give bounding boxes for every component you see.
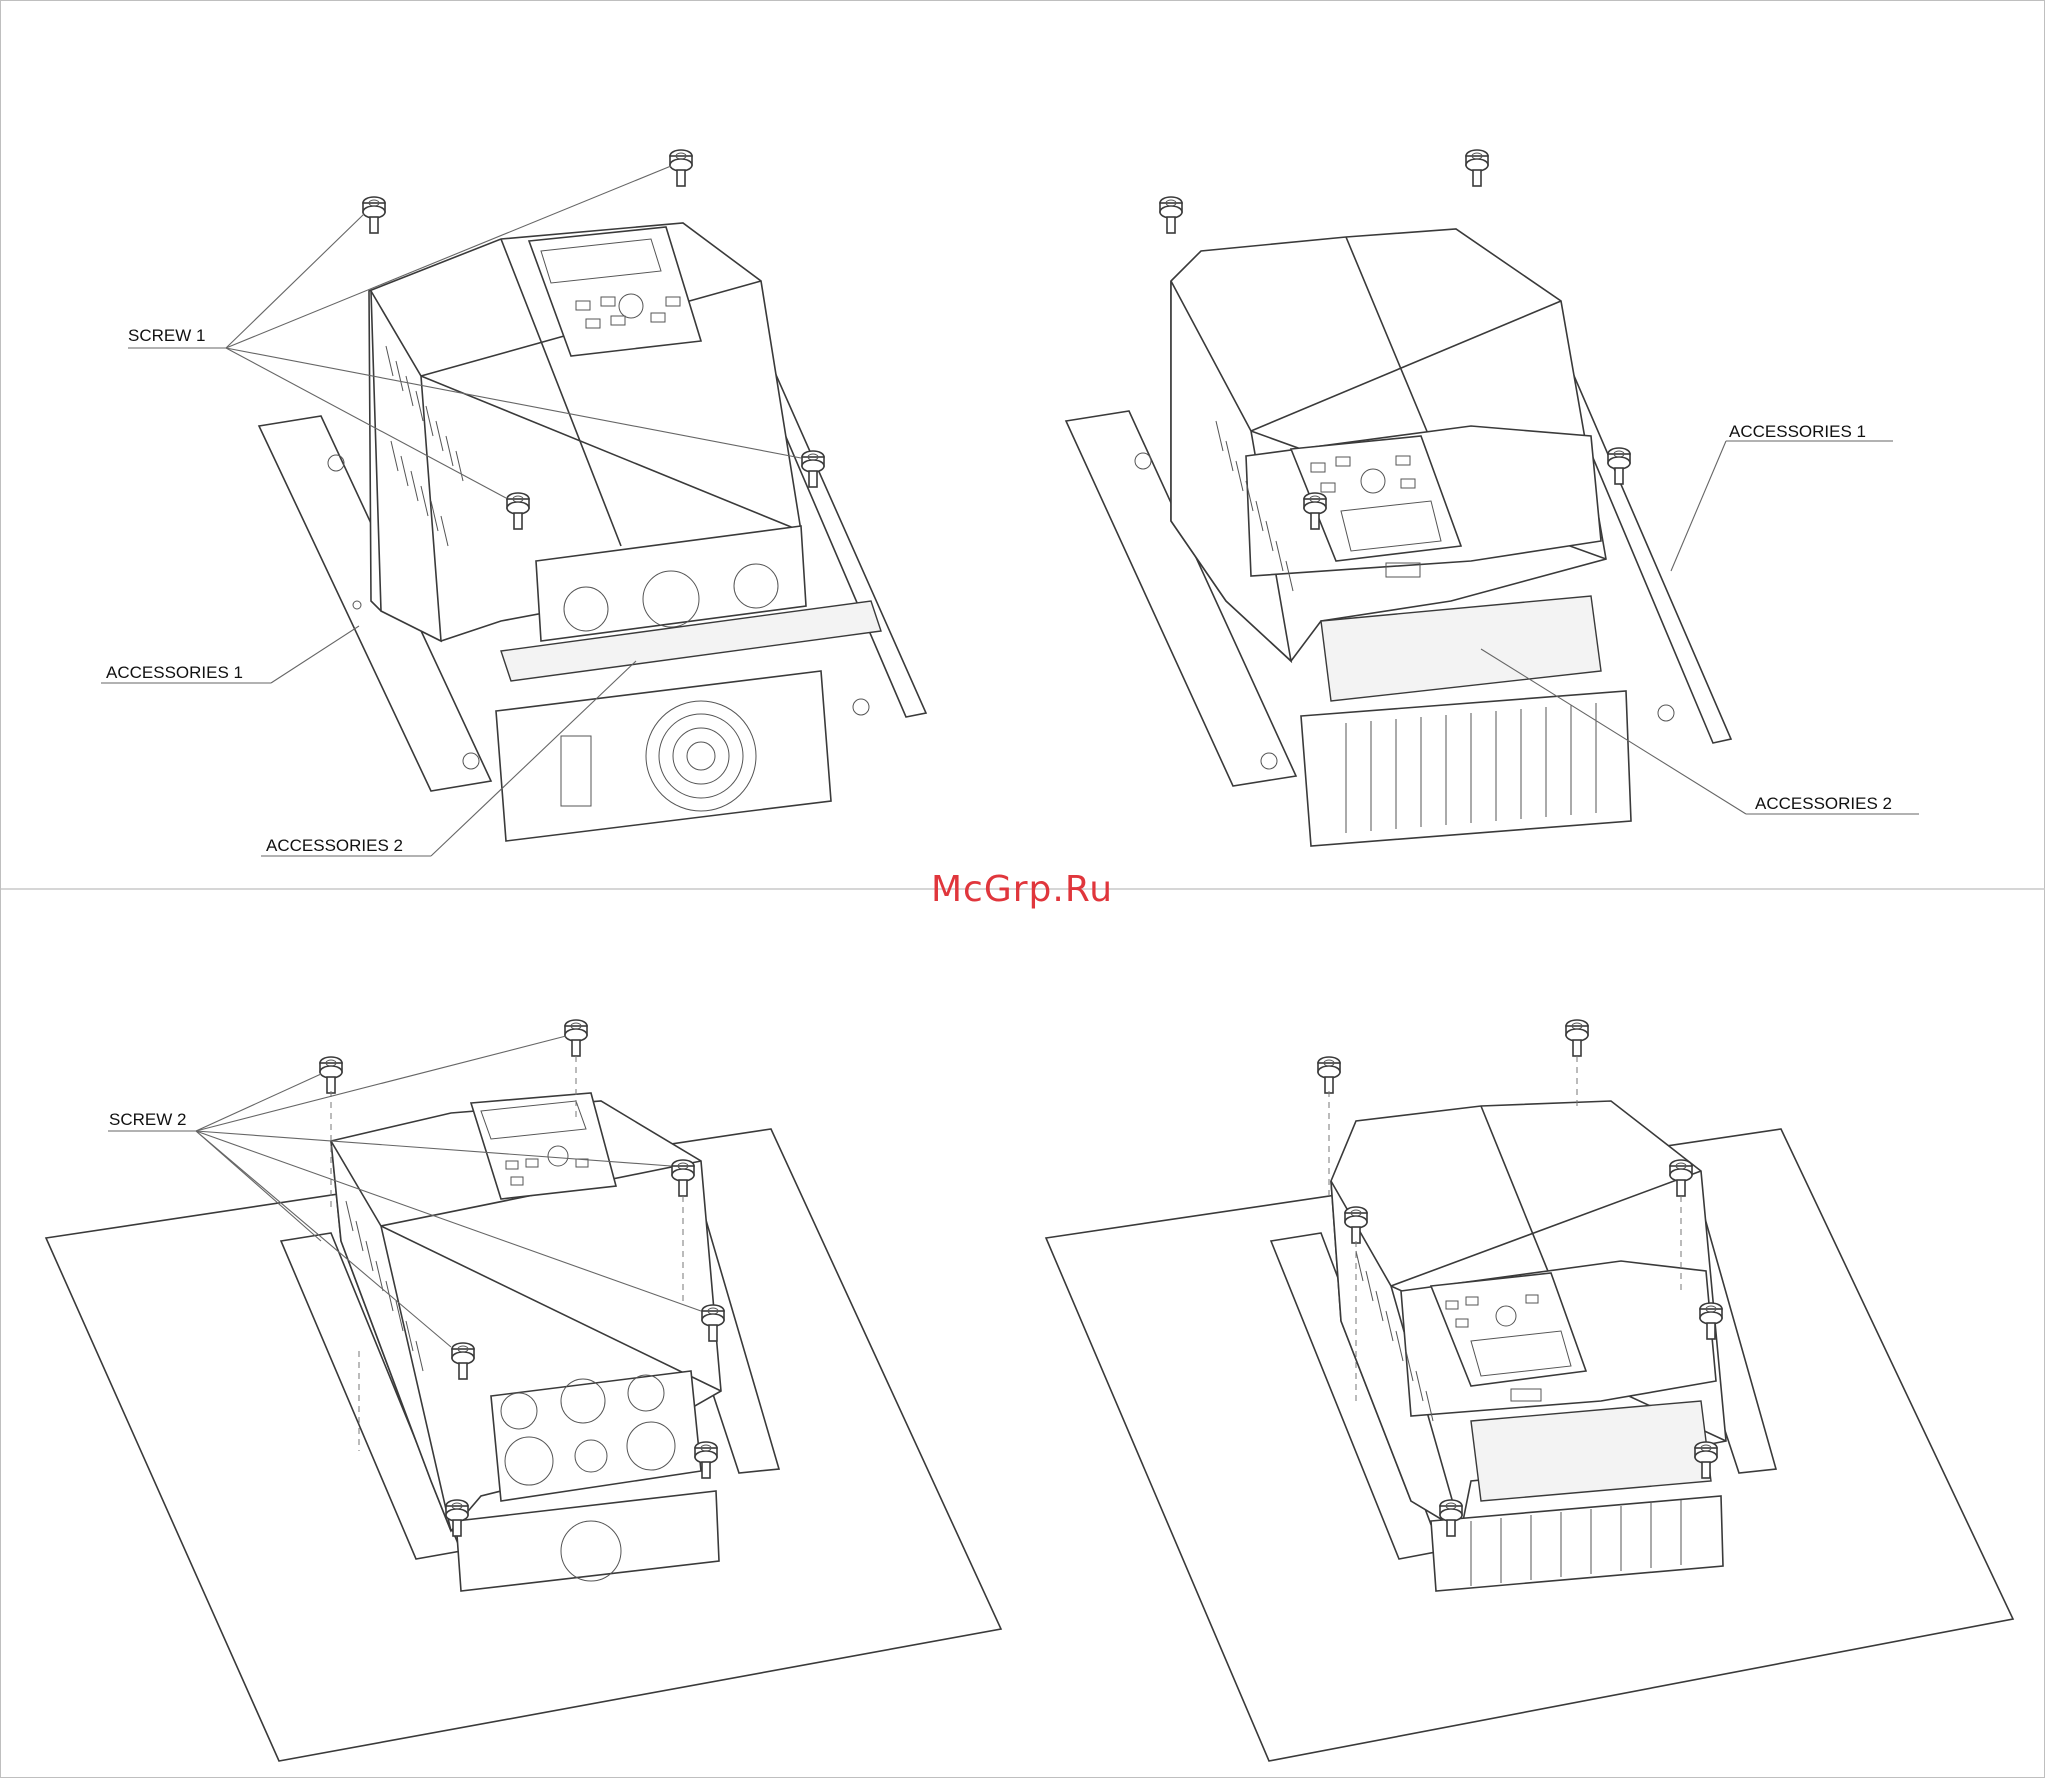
screw-icon (363, 197, 385, 233)
screw-icon (320, 1057, 342, 1093)
label-accessories-2-top-left: ACCESSORIES 2 (266, 836, 403, 855)
label-accessories-1-top-right: ACCESSORIES 1 (1729, 422, 1866, 441)
label-accessories-1-top-left: ACCESSORIES 1 (106, 663, 243, 682)
label-accessories-2-top-right: ACCESSORIES 2 (1755, 794, 1892, 813)
screw-icon (1466, 150, 1488, 186)
label-screw-2: SCREW 2 (109, 1110, 186, 1129)
screw-icon (1160, 197, 1182, 233)
fan-section (496, 671, 831, 841)
panel-bottom-left-drawing (46, 1020, 1001, 1761)
watermark: McGrp.Ru (931, 869, 1113, 910)
panel-top-left-drawing (101, 150, 926, 856)
screw-icon (670, 150, 692, 186)
panel-bottom-right-drawing (1046, 1020, 2013, 1761)
screw-icon (1566, 1020, 1588, 1056)
screw-icon (1318, 1057, 1340, 1093)
screw-icon (565, 1020, 587, 1056)
panel-top-right-drawing (1066, 150, 1919, 846)
label-screw-1: SCREW 1 (128, 326, 205, 345)
heatsink (1301, 691, 1631, 846)
